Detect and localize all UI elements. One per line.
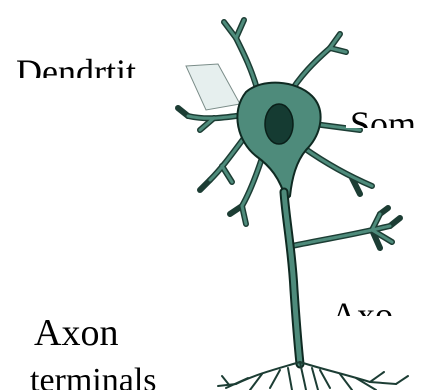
- axon-terminals-label-line2: terminals: [30, 364, 157, 390]
- axon-label: Axo: [331, 297, 393, 316]
- axon-terminals-label-line1: Axon: [34, 314, 118, 352]
- axon-label-box: Axo: [305, 290, 437, 316]
- soma-label-box: Som: [346, 96, 437, 128]
- nucleus: [265, 104, 293, 144]
- axon-terminals-label-box: Axon terminals: [22, 312, 200, 390]
- dendrites-label-box: Dendrtit: [12, 40, 182, 78]
- soma-label: Som: [350, 106, 416, 128]
- axon-terminals: [218, 362, 408, 390]
- dendrite-leader: [186, 64, 240, 110]
- dendrites-label: Dendrtit: [16, 54, 136, 78]
